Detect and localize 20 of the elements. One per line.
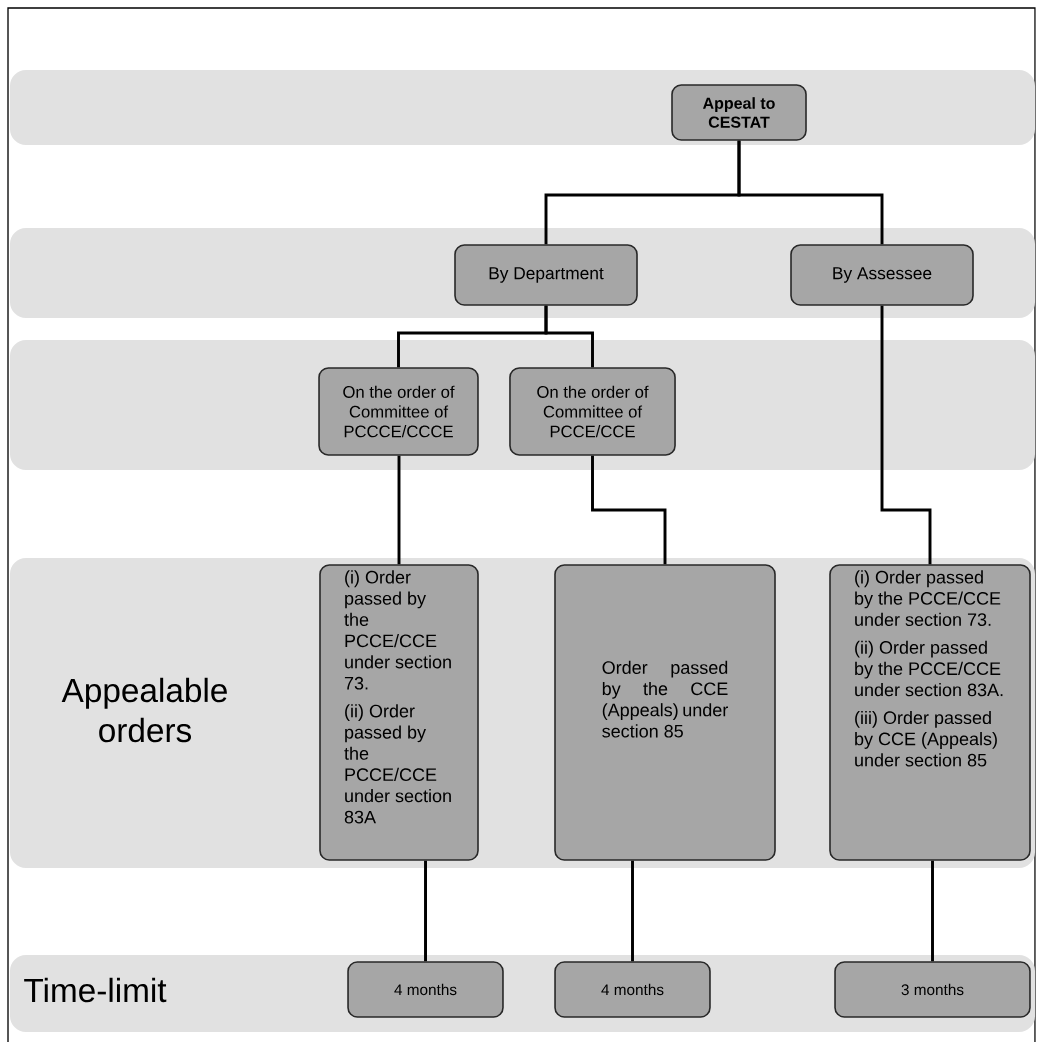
connector [591, 455, 667, 565]
process-box: (i) Order passed by the PCCE/CCE under section 73. (ii) Order passed by the PCCE/CCE under section 83A. (iii) Order passed by CCE (Appeals) under section 85 [829, 564, 1031, 861]
process-box: 3 months [834, 961, 1031, 1018]
process-box: By Assessee [790, 244, 974, 306]
connector [544, 305, 594, 368]
connector [880, 305, 932, 565]
connector [931, 860, 934, 962]
process-box: On the order of Committee of PCCE/CCE [509, 367, 676, 456]
process-box: 4 months [347, 961, 504, 1018]
process-box: 4 months [554, 961, 711, 1018]
process-box: Appeal to CESTAT [671, 84, 807, 141]
connector [424, 860, 427, 962]
process-box: On the order of Committee of PCCCE/CCCE [318, 367, 479, 456]
process-box: (i) Order passed by the PCCE/CCE under section 73. (ii) Order passed by the PCCE/CCE under section 83A [319, 564, 479, 861]
process-box: Order passed by the CCE (Appeals) under section 85 [554, 564, 776, 861]
connector [737, 140, 884, 245]
band [9, 70, 1036, 145]
connector [397, 455, 401, 565]
connector [631, 860, 634, 962]
process-box: By Department [454, 244, 638, 306]
